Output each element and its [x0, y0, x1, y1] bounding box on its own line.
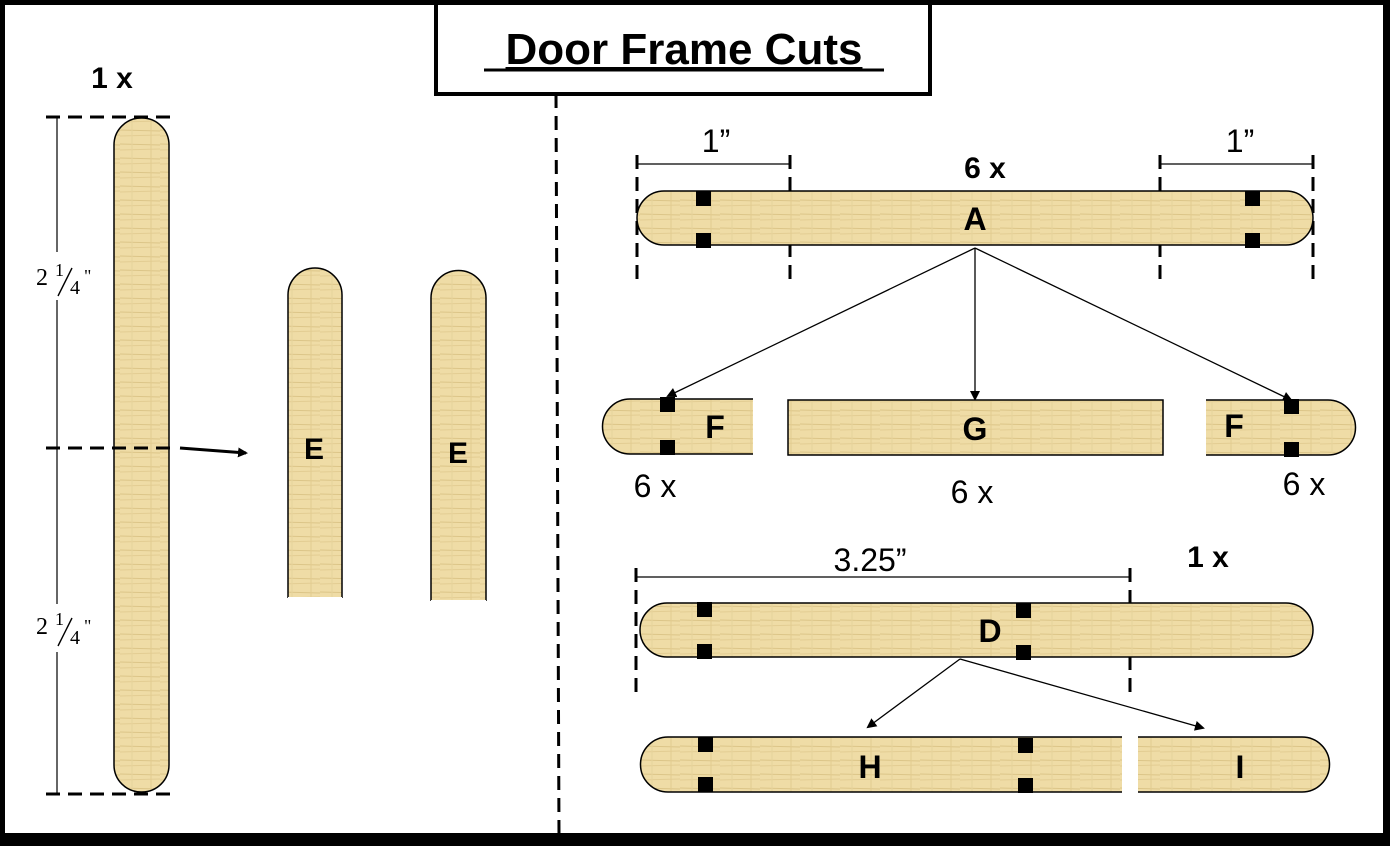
dim-left-label: 1” — [702, 123, 730, 159]
piece-g: G 6 x — [787, 399, 1164, 510]
arrow-a-to-f-right — [974, 247, 1293, 402]
marker — [1284, 399, 1299, 414]
left-quantity: 1 x — [91, 62, 133, 95]
dim-bottom-whole: 2 — [36, 614, 48, 640]
stick-a-label: A — [963, 201, 986, 237]
piece-f-left-quantity: 6 x — [634, 468, 677, 504]
dim-bottom-num: 1 — [55, 609, 64, 629]
dim-top-unit: " — [84, 266, 91, 286]
long-stick — [113, 117, 170, 793]
dimension-bottom: 2 1 4 " — [28, 604, 98, 652]
marker — [697, 602, 712, 617]
piece-e-1-label: E — [304, 433, 324, 466]
piece-i-label: I — [1236, 749, 1245, 785]
marker — [698, 777, 713, 792]
marker — [696, 191, 711, 206]
panel-divider — [554, 93, 561, 837]
marker — [696, 233, 711, 248]
piece-f-right-label: F — [1224, 408, 1244, 444]
dim-top-num: 1 — [55, 260, 64, 280]
piece-g-label: G — [963, 411, 988, 447]
stick-d — [639, 602, 1314, 658]
piece-e-2-label: E — [448, 437, 468, 470]
piece-e-2: E — [430, 269, 487, 602]
piece-h-label: H — [858, 749, 881, 785]
marker — [1018, 778, 1033, 793]
dim-bottom-den: 4 — [70, 627, 80, 649]
right-top-section: 1” 1” 6 x A F 6 x G 6 x — [601, 123, 1357, 510]
marker — [660, 440, 675, 455]
stick-d-label: D — [978, 613, 1001, 649]
piece-f-right: F 6 x — [1206, 399, 1357, 502]
piece-g-quantity: 6 x — [951, 474, 994, 510]
piece-h: H — [639, 736, 1122, 793]
marker — [1245, 191, 1260, 206]
piece-i: I — [1138, 736, 1331, 793]
arrow-d-to-i — [959, 658, 1205, 731]
dim-top-den: 4 — [70, 277, 80, 299]
stick-d-quantity: 1 x — [1187, 541, 1229, 574]
marker — [1018, 738, 1033, 753]
piece-f-left-label: F — [705, 409, 725, 445]
marker — [697, 644, 712, 659]
marker — [1016, 603, 1031, 618]
arrow-to-e — [179, 446, 248, 458]
arrow-d-to-h — [866, 658, 961, 729]
dim-top-whole: 2 — [36, 265, 48, 291]
dimension-top: 2 1 4 " — [28, 252, 98, 300]
piece-f-right-quantity: 6 x — [1283, 466, 1326, 502]
piece-e-1: E — [287, 267, 343, 599]
marker — [660, 397, 675, 412]
dim-right-label: 1” — [1226, 123, 1254, 159]
title-box: Door Frame Cuts — [434, 1, 932, 96]
dim-bottom-unit: " — [84, 616, 91, 636]
marker — [698, 737, 713, 752]
dim-325-label: 3.25” — [834, 542, 907, 578]
marker — [1016, 645, 1031, 660]
marker — [1245, 233, 1260, 248]
page-title: Door Frame Cuts — [506, 25, 863, 74]
right-bottom-section: 3.25” 1 x D H I — [634, 541, 1331, 793]
stick-a — [636, 190, 1314, 246]
marker — [1284, 442, 1299, 457]
stick-a-quantity: 6 x — [964, 152, 1006, 185]
piece-f-left: F 6 x — [601, 397, 753, 504]
left-panel: 1 x 2 1 4 " 2 1 4 " — [28, 62, 487, 796]
arrow-a-to-f-left — [666, 247, 976, 398]
